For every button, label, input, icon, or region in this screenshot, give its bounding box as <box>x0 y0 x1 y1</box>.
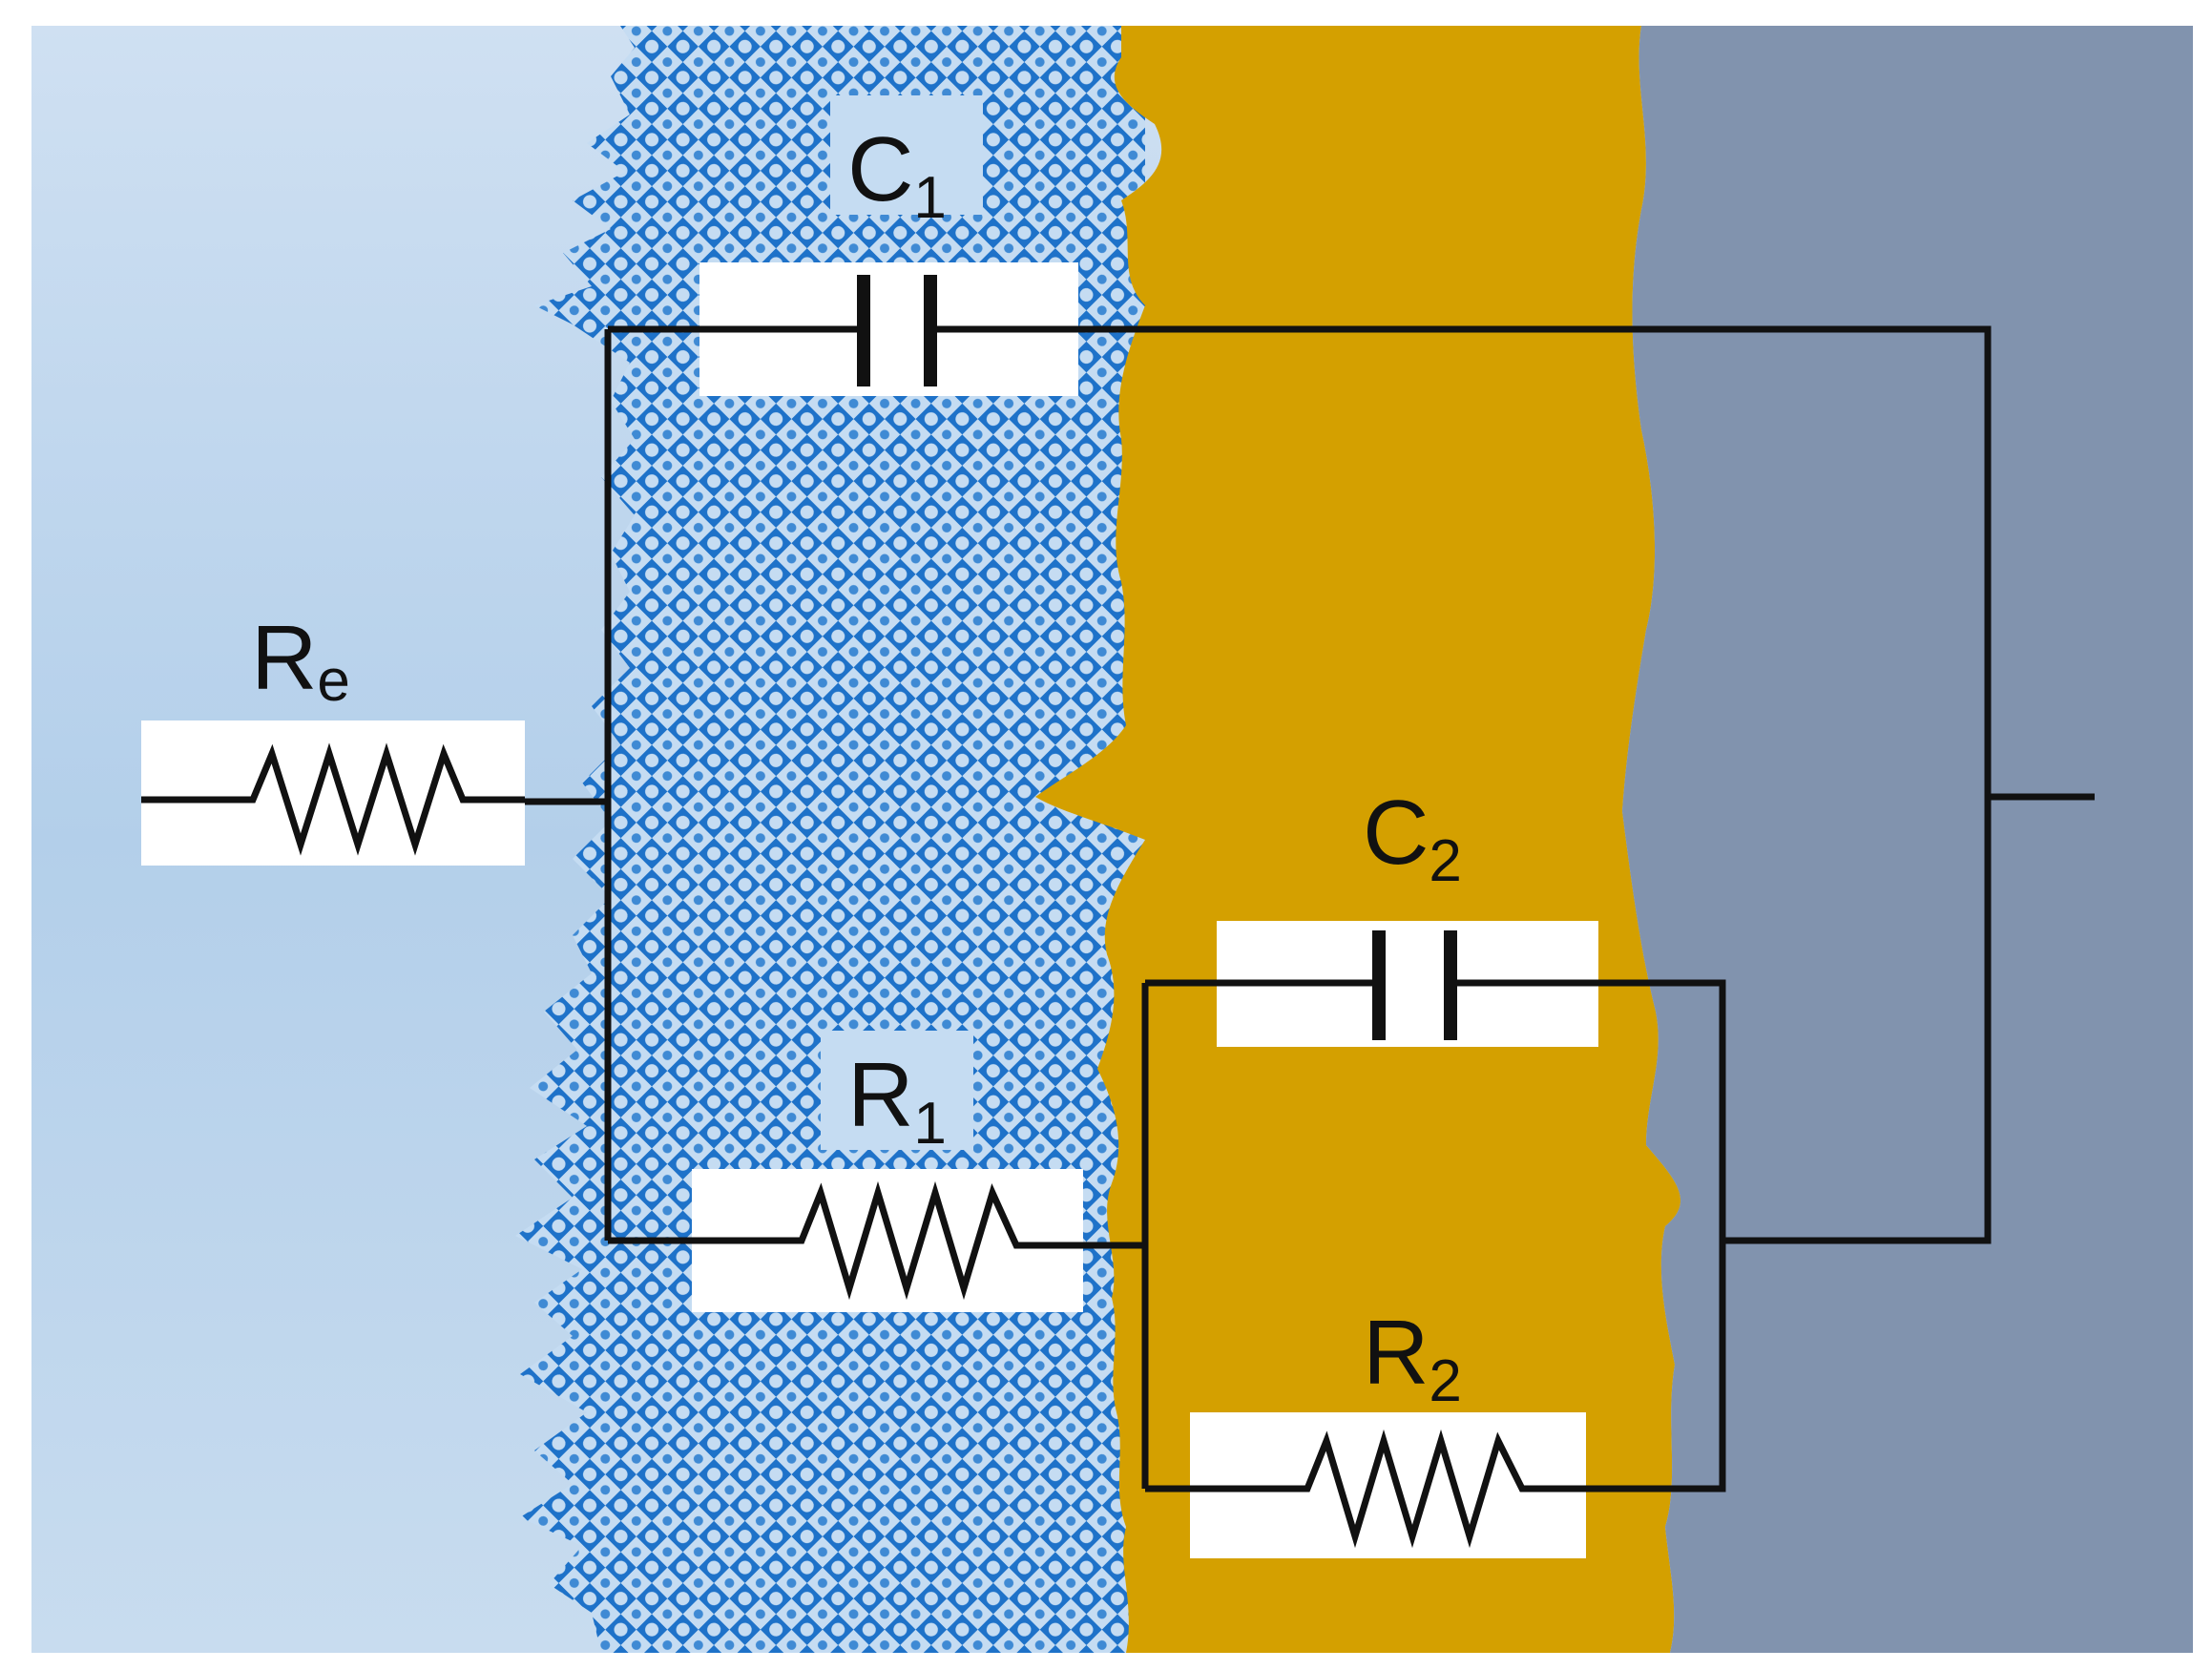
label-r1-subscript: 1 <box>913 1091 946 1157</box>
resistor-re: Re <box>141 607 525 866</box>
resistor-r1-zigzag <box>692 1180 1083 1301</box>
label-r1: R1 <box>847 1044 947 1157</box>
label-r2-subscript: 2 <box>1429 1348 1461 1414</box>
capacitor-c1: C1 <box>699 95 1078 396</box>
label-r2: R2 <box>1363 1302 1462 1414</box>
capacitor-c2: C2 <box>1217 782 1598 1047</box>
resistor-r2: R2 <box>1190 1302 1586 1558</box>
resistor-r2-zigzag <box>1190 1429 1586 1549</box>
circuit-wires <box>525 325 2095 1493</box>
label-c1: C1 <box>847 118 947 231</box>
substrate-region <box>1622 26 2193 1653</box>
label-re-symbol: R <box>251 607 317 709</box>
label-c2-symbol: C <box>1363 782 1429 884</box>
label-r1-symbol: R <box>847 1044 913 1146</box>
film-region <box>1035 26 1681 1653</box>
resistor-r1: R1 <box>692 1031 1083 1312</box>
resistor-re-zigzag <box>141 742 525 856</box>
label-c2: C2 <box>1363 782 1462 894</box>
label-r2-symbol: R <box>1363 1302 1429 1404</box>
label-re: Re <box>251 607 350 714</box>
label-re-subscript: e <box>317 648 349 714</box>
label-c1-symbol: C <box>847 118 913 220</box>
label-c1-subscript: 1 <box>913 165 946 231</box>
label-c2-subscript: 2 <box>1429 828 1461 894</box>
